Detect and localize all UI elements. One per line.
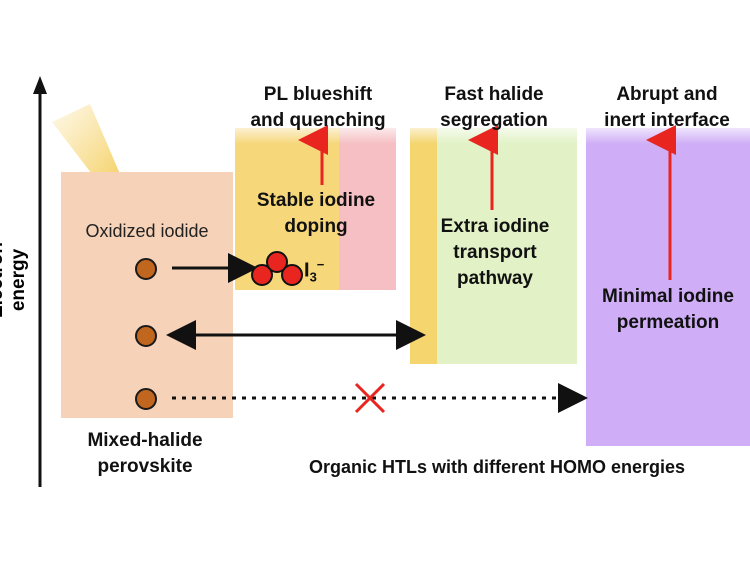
htl2-green-box: [437, 128, 577, 364]
htl2-top-line1: Fast halide: [444, 84, 544, 105]
htl1-top-line2: and quenching: [250, 110, 386, 131]
htl3-top-line1: Abrupt and: [616, 84, 718, 105]
htl1-body-line1: Stable iodine: [256, 190, 376, 211]
triiodide-sub: 3: [309, 269, 317, 285]
htl2-body-line2: transport: [453, 242, 537, 263]
perovskite-title-line2: perovskite: [97, 456, 193, 477]
oxidized-iodide-label: Oxidized iodide: [85, 221, 209, 241]
energy-axis-arrowhead: [33, 76, 47, 94]
htl3-purple-box: [586, 128, 750, 446]
triiodide-base: I: [304, 259, 310, 282]
axis-label: Electron energy: [0, 241, 29, 319]
htl2-top-line2: segregation: [440, 110, 548, 131]
iodide-dot-3: [135, 388, 157, 410]
htl3-body-line2: permeation: [616, 312, 720, 333]
iodide-dot-1: [135, 258, 157, 280]
htl1-body-line2: doping: [284, 216, 348, 237]
blocked-cross-icon: [354, 382, 386, 414]
iodide-dot-2: [135, 325, 157, 347]
triiodide-sup: −: [316, 257, 325, 272]
htl3-body-line1: Minimal iodine: [602, 286, 734, 307]
htl1-pink-box: [339, 128, 396, 290]
triiodide-label: I3−: [304, 252, 324, 291]
perovskite-title-line1: Mixed-halide: [87, 430, 203, 451]
htl1-top-line1: PL blueshift: [263, 84, 373, 105]
light-beam: [52, 104, 120, 182]
htl3-top-line2: inert interface: [604, 110, 730, 131]
htl2-body-line1: Extra iodine: [440, 216, 550, 237]
htl2-body-line3: pathway: [456, 268, 534, 289]
bottom-caption: Organic HTLs with different HOMO energie…: [308, 457, 686, 477]
triiodide-molecule-icon: [251, 251, 303, 286]
perovskite-box: [61, 172, 233, 418]
